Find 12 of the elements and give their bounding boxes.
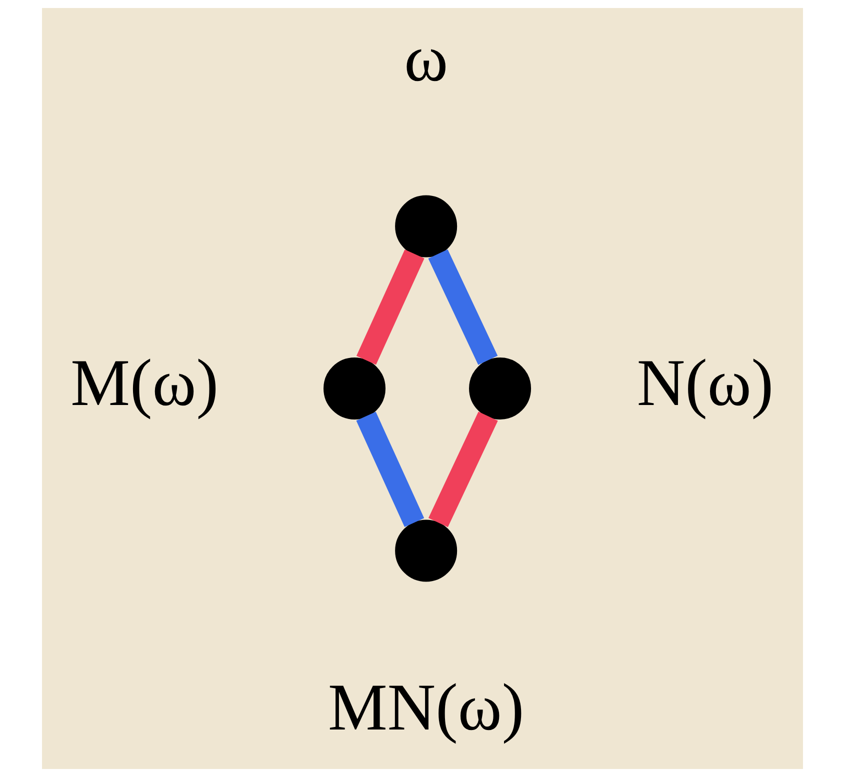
connector — [356, 250, 424, 365]
connector — [356, 412, 424, 527]
node-circle — [394, 520, 457, 582]
node-label: N(ω) — [636, 346, 774, 420]
node-label: M(ω) — [70, 346, 218, 420]
node-label: ω — [404, 22, 448, 96]
connector — [428, 249, 498, 365]
node-circle — [468, 357, 531, 420]
node-circle — [394, 195, 457, 258]
node-circle — [323, 357, 386, 420]
node-label: MN(ω) — [328, 670, 524, 744]
connector — [428, 412, 498, 528]
